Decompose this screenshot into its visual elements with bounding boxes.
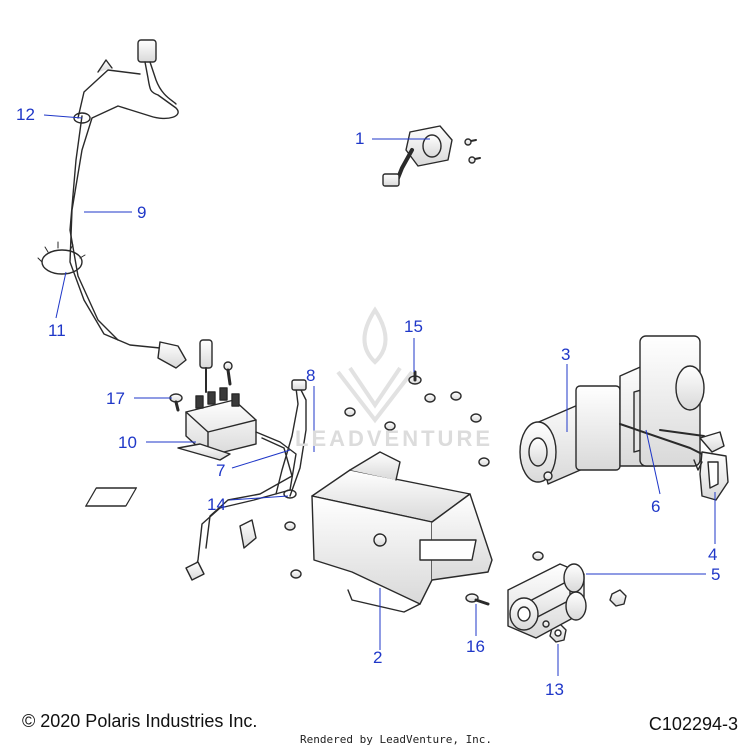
- callout-3: 3: [561, 345, 571, 364]
- winch-line-icon: [619, 423, 707, 457]
- callout-13: 13: [545, 680, 564, 699]
- callout-2: 2: [373, 648, 383, 667]
- hook-icon: [693, 431, 729, 501]
- callout-14: 14: [207, 495, 226, 514]
- cable-tie-icon: [73, 112, 91, 124]
- bolt-icon: [465, 593, 490, 606]
- watermark-text: LEADVENTURE: [295, 426, 494, 451]
- nut-icon: [609, 589, 627, 607]
- bolt-icon: [284, 391, 544, 579]
- bolt-icon: [169, 393, 183, 412]
- fairlead-icon: [507, 563, 587, 639]
- callout-5: 5: [711, 565, 721, 584]
- callout-9: 9: [137, 203, 147, 222]
- callout-4: 4: [708, 545, 718, 564]
- callout-15: 15: [404, 317, 423, 336]
- winch-motor-icon: [519, 335, 705, 485]
- winch-switch-icon: [382, 125, 481, 187]
- rendered-by-text: Rendered by LeadVenture, Inc.: [300, 733, 493, 746]
- cable-tie-icon: [37, 241, 86, 275]
- leader-lines: [43, 114, 716, 676]
- callout-16: 16: [466, 637, 485, 656]
- solenoid-icon: [177, 339, 257, 461]
- figure-id: C102294-3: [648, 714, 738, 734]
- callout-12: 12: [16, 105, 35, 124]
- mounting-bracket-icon: [85, 451, 493, 613]
- callout-11: 11: [48, 321, 66, 340]
- callout-17: 17: [106, 389, 125, 408]
- wire-harness-icon: [69, 39, 187, 369]
- callout-7: 7: [216, 461, 226, 480]
- watermark-logo-icon: [336, 306, 414, 424]
- callout-6: 6: [651, 497, 661, 516]
- battery-cable-icon: [185, 379, 307, 581]
- copyright-text: © 2020 Polaris Industries Inc.: [22, 711, 258, 731]
- callout-8: 8: [306, 366, 316, 385]
- callout-10: 10: [118, 433, 137, 452]
- bolt-icon: [408, 370, 422, 385]
- callout-1: 1: [355, 129, 365, 148]
